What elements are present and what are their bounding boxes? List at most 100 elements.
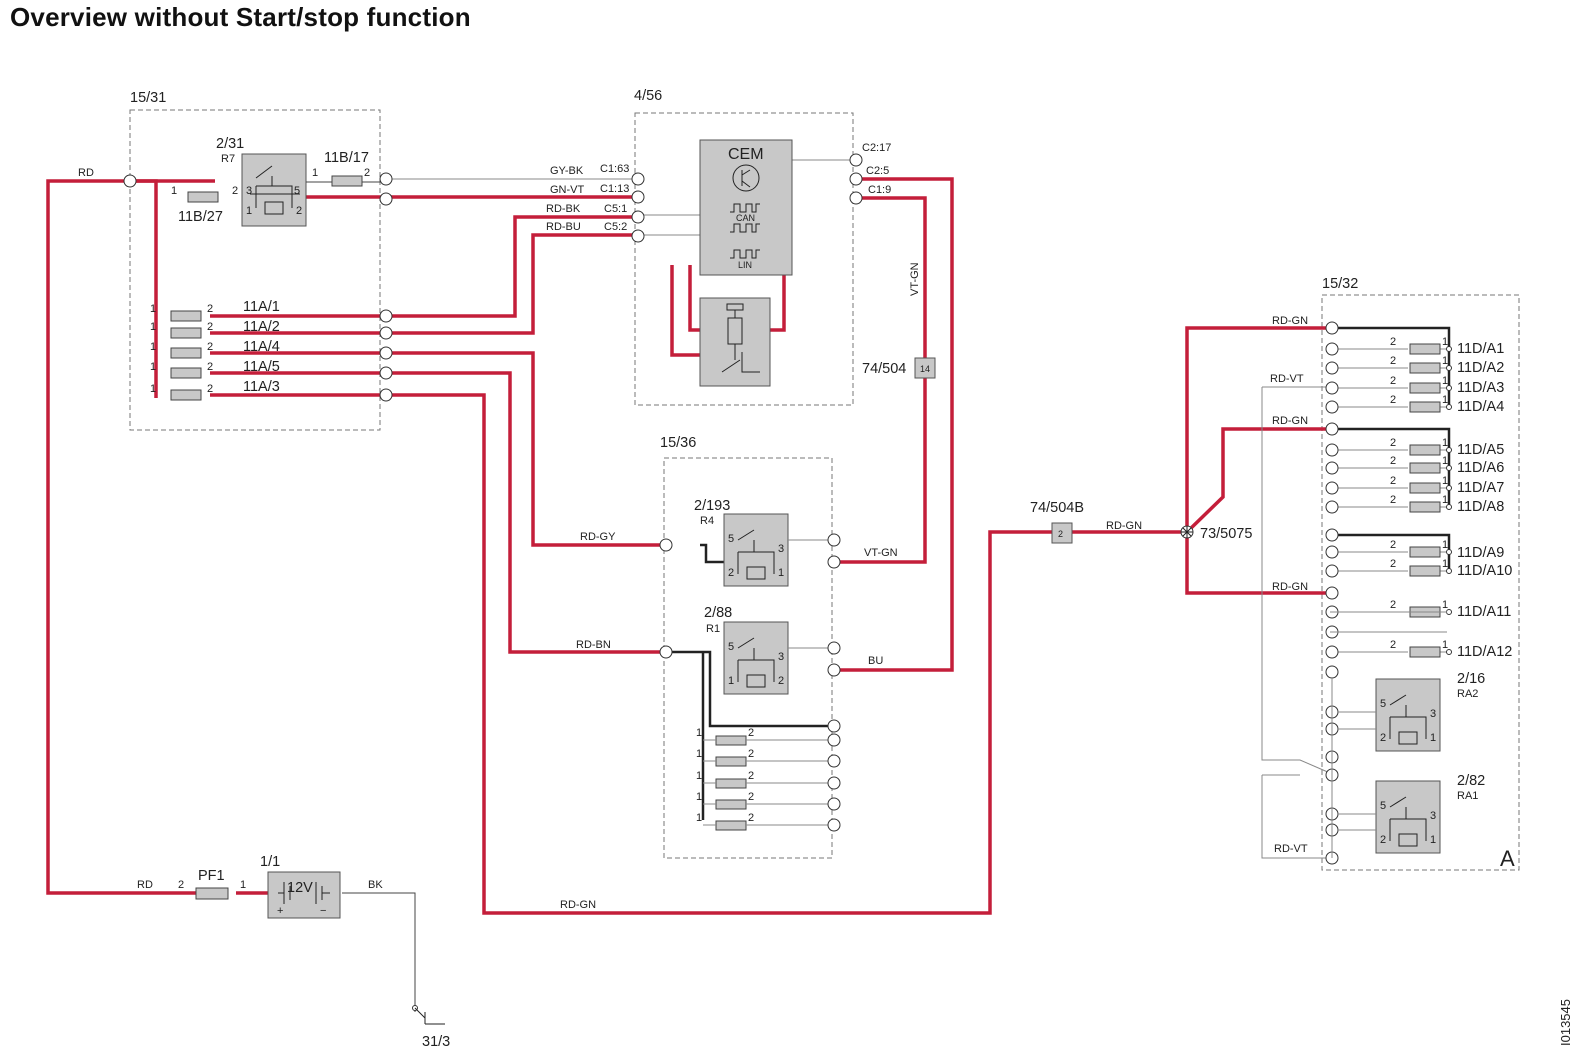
fuse-11d-a2-label: 11D/A2 [1457, 360, 1504, 376]
node-rd-junction [123, 174, 137, 188]
svg-text:1: 1 [1430, 732, 1436, 744]
node-c25 [849, 172, 863, 186]
svg-text:2: 2 [748, 748, 754, 760]
svg-text:2: 2 [1390, 437, 1396, 449]
relay-2-16-label: 2/16 [1457, 671, 1485, 687]
fuse-11d [1409, 444, 1441, 456]
fuse-11d [1409, 546, 1441, 558]
svg-text:1: 1 [1442, 558, 1448, 570]
battery-icon [267, 871, 341, 919]
svg-text:2: 2 [1380, 834, 1386, 846]
fuse-11b27-pin2: 2 [232, 185, 238, 197]
svg-text:2: 2 [1390, 558, 1396, 570]
svg-text:1: 1 [696, 727, 702, 739]
relay-nodes-15-32 [1325, 678, 1376, 865]
battery-plus: + [277, 905, 283, 917]
pin-c51: C5:1 [604, 203, 627, 215]
svg-text:1: 1 [1442, 437, 1448, 449]
fuse-11d [1409, 501, 1441, 513]
fuse-11b27-pin1: 1 [171, 185, 177, 197]
svg-text:2: 2 [207, 321, 213, 333]
terminal-node [1325, 422, 1339, 436]
figure-id: I013545 [1558, 999, 1573, 1046]
wire-r4-black [700, 543, 735, 564]
svg-text:1: 1 [150, 303, 156, 315]
wire-label-gn-vt: GN-VT [550, 184, 585, 196]
fuse-11d-a10-label: 11D/A10 [1457, 563, 1512, 579]
svg-text:1: 1 [1442, 639, 1448, 651]
pin-c163: C1:63 [600, 163, 629, 175]
svg-text:2: 2 [1390, 639, 1396, 651]
cem-label: CEM [728, 146, 764, 163]
relay-2-88-label: 2/88 [704, 605, 732, 621]
svg-text:2: 2 [1390, 475, 1396, 487]
node-r4-2 [827, 555, 841, 569]
busbar-group-2 [1330, 427, 1451, 508]
cem-can-label: CAN [736, 213, 755, 223]
terminal-node [1325, 586, 1339, 600]
connector-74-504-pin: 14 [920, 364, 930, 374]
fuse-11d-a6-label: 11D/A6 [1457, 460, 1504, 476]
fuse-pf1-pin2: 2 [178, 879, 184, 891]
relay-2-31: 3 5 1 2 [241, 153, 307, 227]
svg-text:2: 2 [728, 567, 734, 579]
fuse-11b27 [187, 191, 219, 203]
wire-label-rd-gy: RD-GY [580, 531, 616, 543]
wire-label-bu: BU [868, 655, 883, 667]
node-11a-1 [379, 309, 393, 323]
frame-15-31 [129, 109, 381, 431]
terminal-node [1325, 500, 1339, 514]
wire-rd-gn-r3 [1185, 532, 1330, 595]
battery-ref-label: 1/1 [260, 854, 280, 870]
wire-label-vt-gn-vertical: VT-GN [909, 262, 921, 296]
pin-c52: C5:2 [604, 221, 627, 233]
svg-text:2: 2 [1390, 394, 1396, 406]
fuse-11a-1-label: 11A/1 [243, 299, 280, 315]
node-c51 [631, 210, 645, 224]
terminal-node [1325, 321, 1339, 335]
pin-c19: C1:9 [868, 184, 891, 196]
fuse-11d-a12-label: 11D/A12 [1457, 644, 1512, 660]
svg-text:1: 1 [1442, 475, 1448, 487]
wire-r1-black [664, 650, 836, 728]
frame-15-31-label: 15/31 [130, 90, 166, 106]
svg-text:1: 1 [1442, 336, 1448, 348]
svg-text:2: 2 [207, 361, 213, 373]
wire-bu [832, 177, 954, 672]
cem-can-signal-icon [730, 203, 760, 233]
connector-74-504 [914, 357, 936, 379]
fuse-11d [1409, 343, 1441, 355]
fuse-11d-a7-label: 11D/A7 [1457, 480, 1504, 496]
svg-text:3: 3 [1430, 708, 1436, 720]
svg-text:2: 2 [296, 205, 302, 217]
page-title: Overview without Start/stop function [10, 2, 471, 32]
svg-text:1: 1 [1442, 494, 1448, 506]
svg-text:1: 1 [778, 567, 784, 579]
fuse-11b17-label: 11B/17 [324, 150, 369, 166]
cem-lin-label: LIN [738, 260, 752, 270]
frame-15-36-label: 15/36 [660, 435, 696, 451]
connector-74-504-label: 74/504 [862, 361, 906, 377]
node-11b17 [379, 172, 393, 186]
fuse-11d [1409, 646, 1441, 658]
svg-text:2: 2 [1390, 599, 1396, 611]
relay-2-193-label: 2/193 [694, 498, 730, 514]
busbar-group-3 [1330, 533, 1451, 570]
node-c52 [631, 229, 645, 243]
pin-c217: C2:17 [862, 142, 891, 154]
cem-transistor-icon [732, 164, 760, 192]
node-11a-2 [379, 326, 393, 340]
wire-label-rd-bu: RD-BU [546, 221, 581, 233]
svg-text:3: 3 [778, 543, 784, 555]
svg-text:2: 2 [207, 383, 213, 395]
connector-74-504b-label: 74/504B [1030, 500, 1084, 516]
terminal-node [1325, 481, 1339, 495]
wire-label-rd-gn-r3: RD-GN [1272, 581, 1308, 593]
svg-text:2: 2 [748, 770, 754, 782]
node-rd-gy [659, 538, 673, 552]
